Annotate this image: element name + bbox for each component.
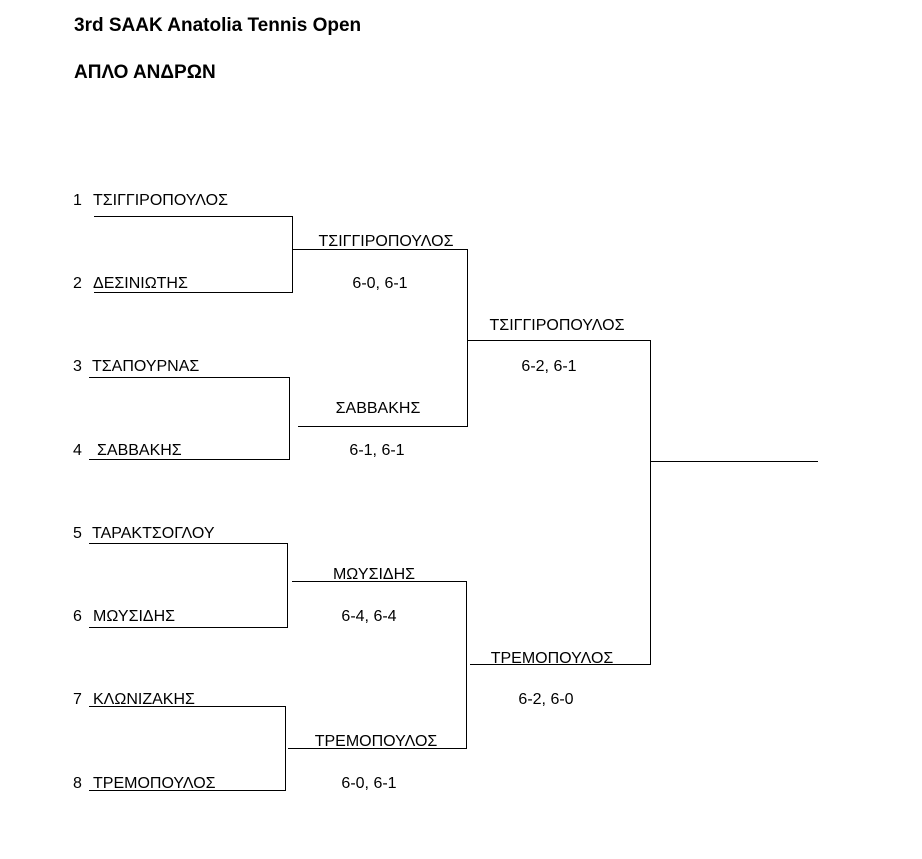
bracket-line <box>89 790 285 791</box>
bracket-line <box>467 249 468 427</box>
bracket-line <box>293 249 468 250</box>
draw-title: ΑΠΛΟ ΑΝΔΡΩΝ <box>74 62 216 83</box>
bracket-line <box>89 377 289 378</box>
player-name: ΜΩΥΣΙΔΗΣ <box>93 608 176 625</box>
player-name: ΤΣΑΠΟΥΡΝΑΣ <box>92 358 200 375</box>
seed-number: 8 <box>73 775 82 792</box>
match-winner: ΣΑΒΒΑΚΗΣ <box>335 400 421 417</box>
match-score: 6-1, 6-1 <box>349 442 405 459</box>
seed-number: 3 <box>73 358 82 375</box>
player-name: ΣΑΒΒΑΚΗΣ <box>97 442 182 459</box>
bracket-line <box>89 459 289 460</box>
player-name: ΚΛΩΝΙΖΑΚΗΣ <box>93 691 195 708</box>
bracket-line <box>89 627 287 628</box>
bracket-line <box>468 340 651 341</box>
match-score: 6-2, 6-0 <box>518 691 574 708</box>
match-winner: ΤΣΙΓΓΙΡΟΠΟΥΛΟΣ <box>489 317 625 334</box>
bracket-line <box>289 377 290 460</box>
player-name: ΤΡΕΜΟΠΟΥΛΟΣ <box>93 775 216 792</box>
seed-number: 5 <box>73 525 82 542</box>
seed-number: 6 <box>73 608 82 625</box>
bracket-line <box>89 543 287 544</box>
bracket-line <box>470 664 651 665</box>
player-name: ΤΑΡΑΚΤΣΟΓΛΟΥ <box>92 525 215 542</box>
match-score: 6-0, 6-1 <box>352 275 408 292</box>
final-winner-line <box>651 461 818 462</box>
bracket-line <box>94 292 292 293</box>
bracket-line <box>287 543 288 628</box>
match-score: 6-2, 6-1 <box>521 358 577 375</box>
match-winner: ΤΡΕΜΟΠΟΥΛΟΣ <box>490 650 614 667</box>
bracket-line <box>292 216 293 293</box>
bracket-line <box>292 581 466 582</box>
match-winner: ΜΩΥΣΙΔΗΣ <box>332 566 416 583</box>
match-score: 6-0, 6-1 <box>341 775 397 792</box>
seed-number: 1 <box>73 192 82 209</box>
bracket-line <box>94 216 292 217</box>
match-winner: ΤΣΙΓΓΙΡΟΠΟΥΛΟΣ <box>318 233 454 250</box>
bracket-line <box>298 426 468 427</box>
bracket-line <box>288 748 466 749</box>
match-winner: ΤΡΕΜΟΠΟΥΛΟΣ <box>314 733 438 750</box>
seed-number: 4 <box>73 442 82 459</box>
seed-number: 2 <box>73 275 82 292</box>
player-name: ΔΕΣΙΝΙΩΤΗΣ <box>93 275 188 292</box>
bracket-line <box>89 706 285 707</box>
tournament-title: 3rd SAAK Anatolia Tennis Open <box>74 15 362 36</box>
bracket-line <box>466 581 467 749</box>
bracket-line <box>650 340 651 665</box>
seed-number: 7 <box>73 691 82 708</box>
bracket-line <box>285 706 286 791</box>
match-score: 6-4, 6-4 <box>341 608 397 625</box>
player-name: ΤΣΙΓΓΙΡΟΠΟΥΛΟΣ <box>93 192 228 209</box>
